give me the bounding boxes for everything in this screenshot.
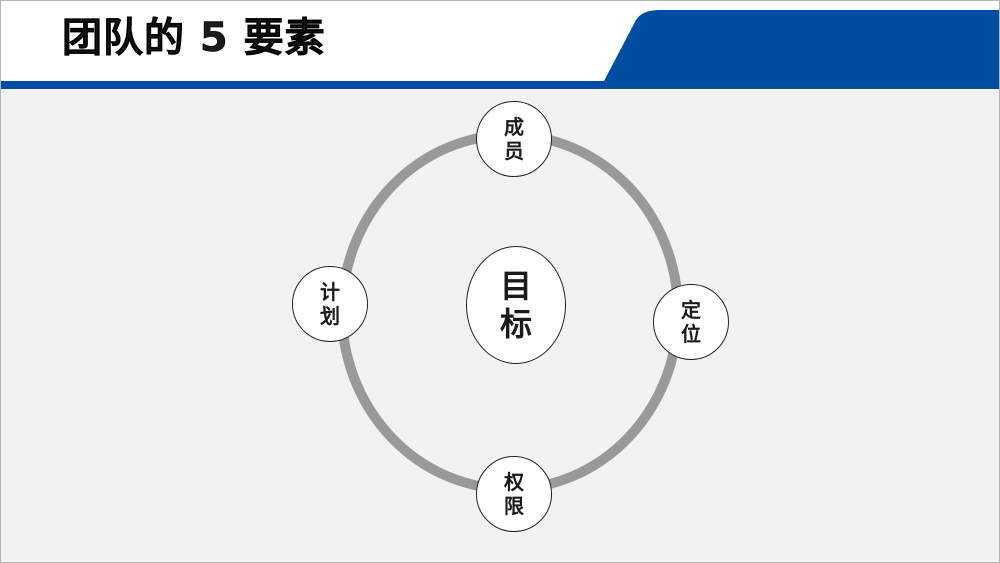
node-positioning-char-1: 定 [681,298,701,322]
header-blue-strip [0,81,1000,89]
node-members-char-2: 员 [504,139,524,163]
node-plan-char-2: 划 [320,304,340,328]
node-positioning-char-2: 位 [681,322,701,346]
slide-title: 团队的 5 要素 [62,15,326,62]
center-node-char-1: 目 [499,266,532,305]
node-authority-char-2: 限 [504,494,524,518]
center-node-char-2: 标 [499,305,532,343]
node-members: 成 员 [476,101,552,177]
node-authority: 权 限 [476,456,552,532]
node-authority-char-1: 权 [504,470,524,494]
node-positioning: 定 位 [653,284,729,360]
header-blue-banner [604,10,1000,81]
node-plan: 计 划 [292,266,368,342]
center-node-goal: 目 标 [466,246,566,364]
node-plan-char-1: 计 [320,280,340,304]
node-members-char-1: 成 [504,115,524,139]
